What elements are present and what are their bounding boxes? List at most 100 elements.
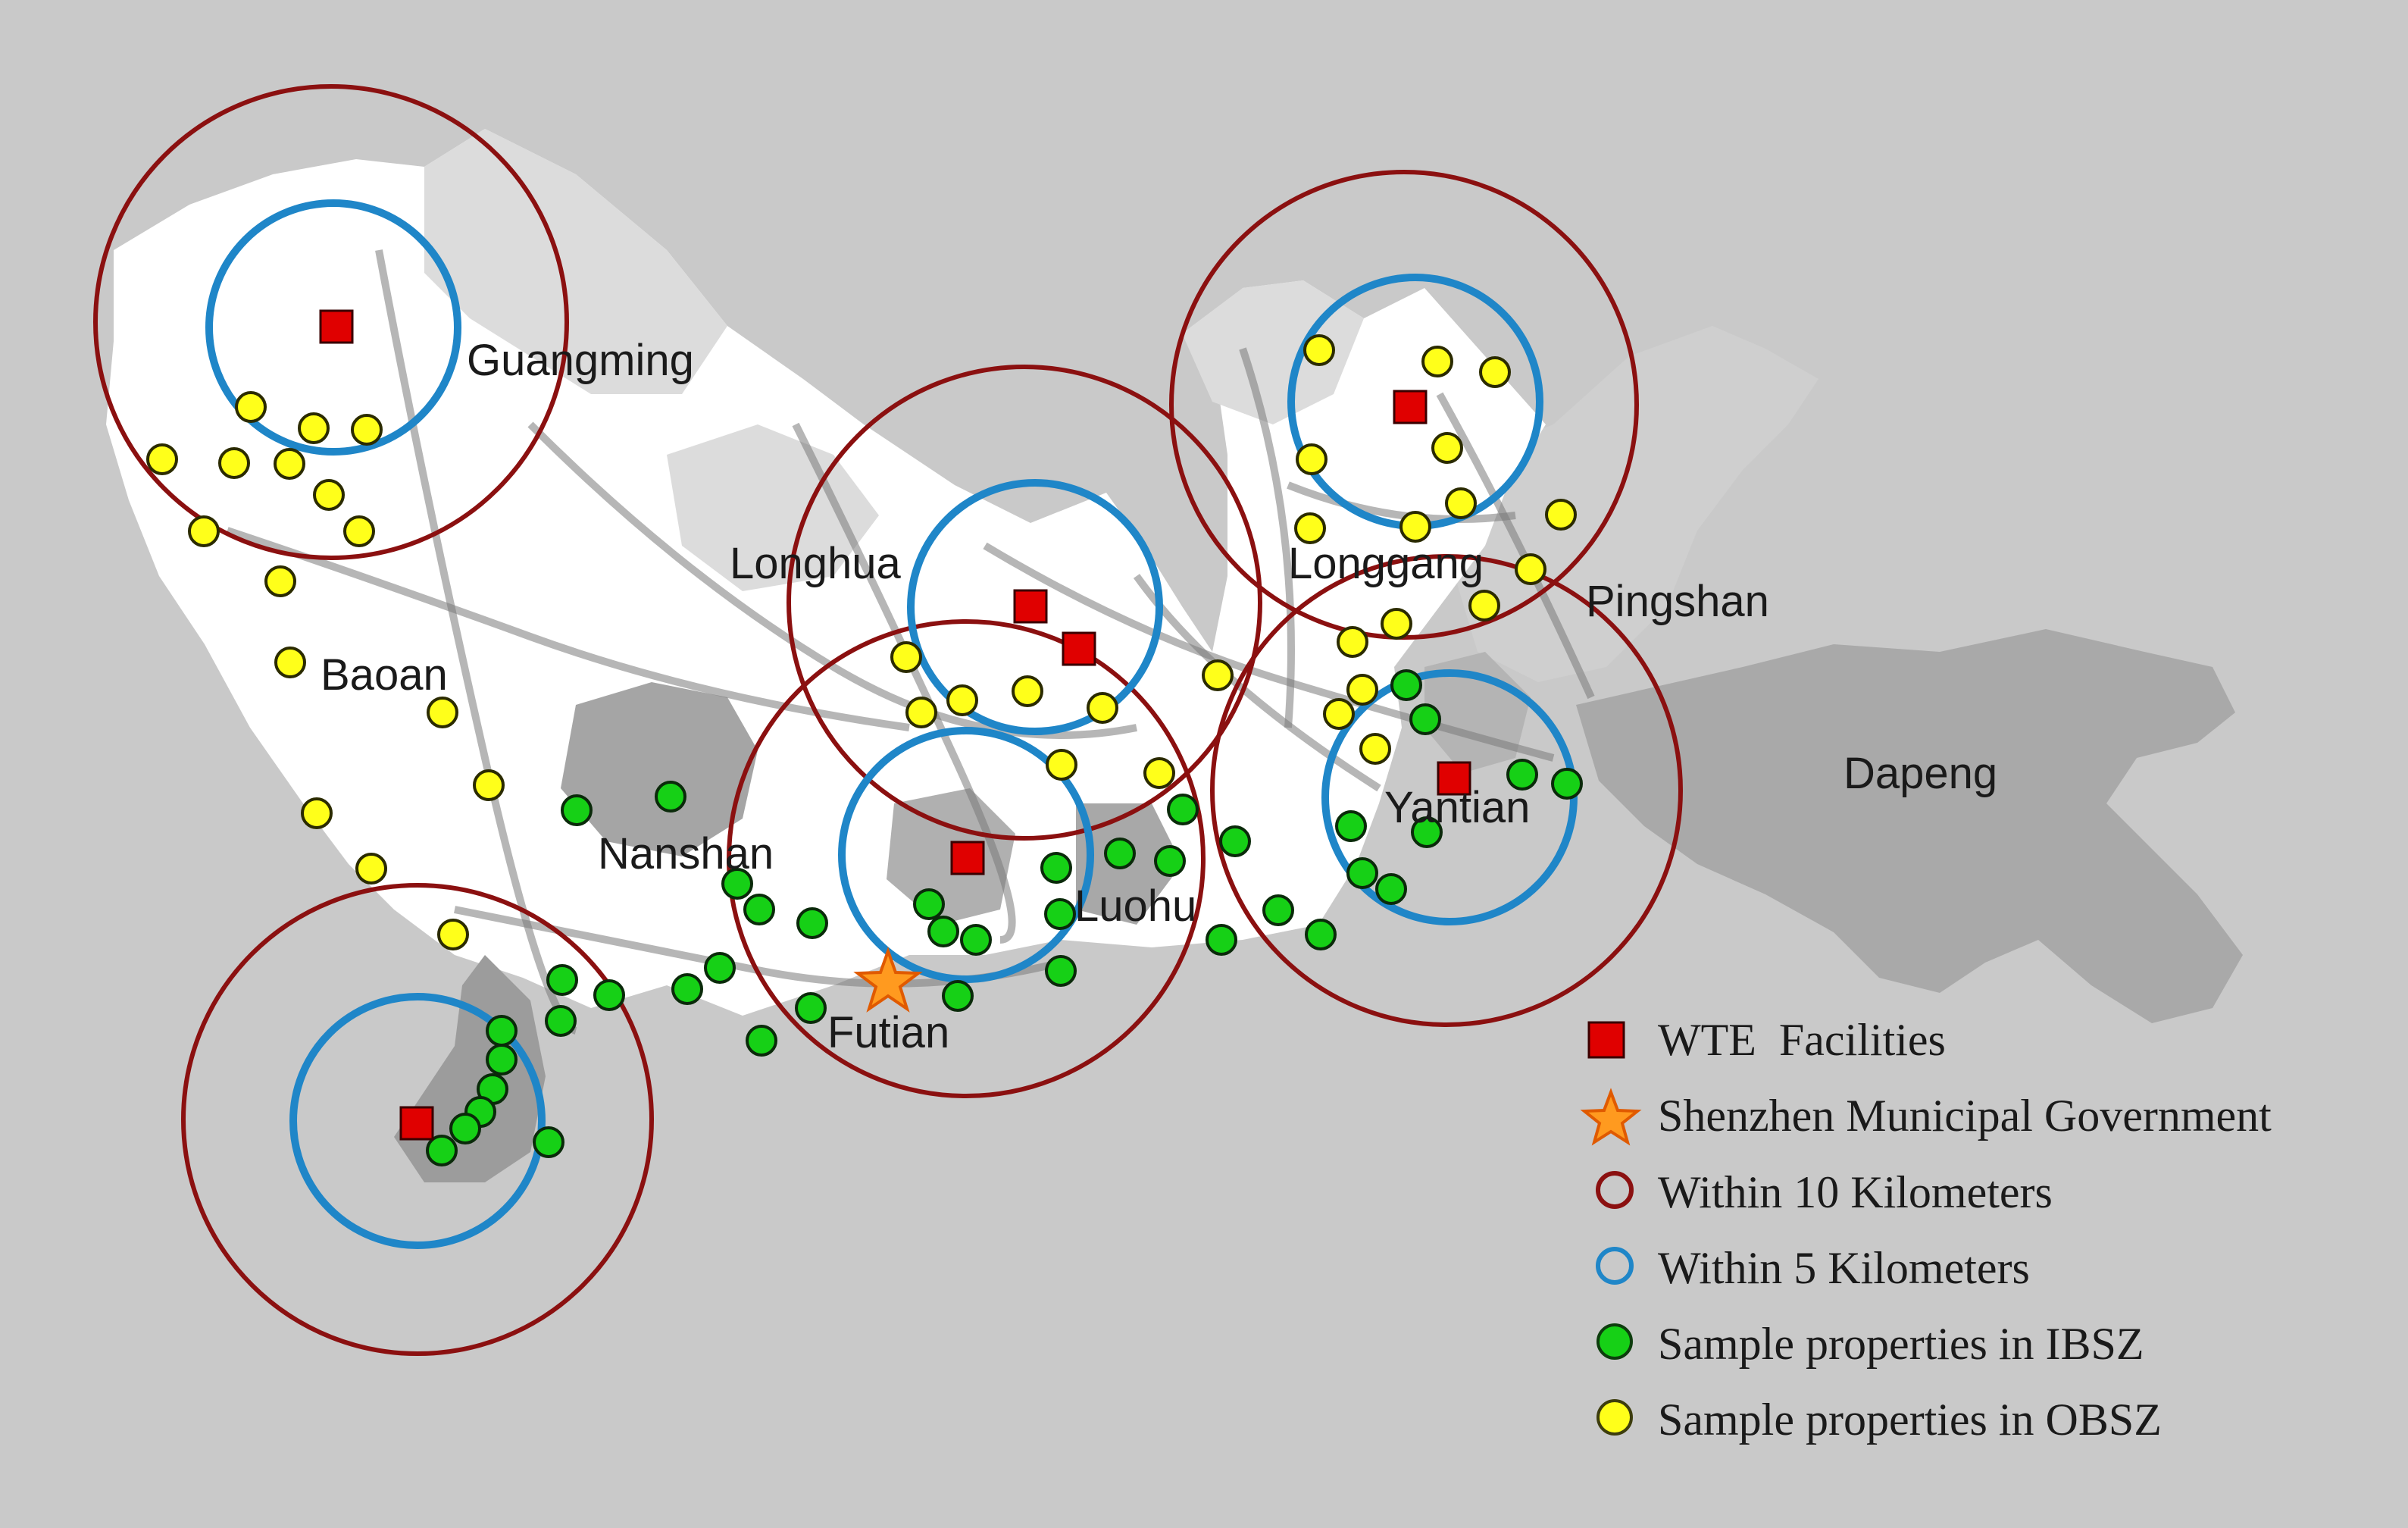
obsz-property-point — [437, 919, 469, 950]
ring-5km-guangming — [205, 199, 461, 456]
ibsz-property-point — [1390, 669, 1422, 701]
ibsz-property-point — [1346, 857, 1378, 889]
obsz-property-point — [301, 797, 333, 829]
ibsz-property-point — [704, 952, 736, 984]
ibsz-property-point — [942, 980, 974, 1012]
obsz-property-point — [905, 697, 937, 728]
land-patch-1 — [424, 129, 727, 394]
obsz-property-point — [1468, 590, 1500, 622]
ibsz-points — [426, 669, 1583, 1166]
ring-5km-longhua — [907, 479, 1163, 735]
obsz-property-point — [1479, 356, 1511, 388]
government-star-icon — [853, 947, 923, 1013]
obsz-property-point — [1046, 749, 1077, 781]
label-guangming: Guangming — [467, 336, 694, 385]
label-longhua: Longhua — [730, 539, 902, 588]
ibsz-property-point — [960, 924, 992, 956]
road-9 — [1287, 481, 1516, 523]
ibsz-property-point — [593, 979, 625, 1011]
ring-10km-guangming — [93, 84, 569, 560]
label-pingshan: Pingshan — [1586, 577, 1769, 626]
wte-marker — [950, 841, 985, 875]
obsz-property-point — [473, 769, 505, 801]
obsz-property-point — [1087, 692, 1118, 724]
obsz-property-point — [1337, 626, 1368, 658]
obsz-property-point — [313, 479, 345, 511]
ibsz-property-point — [671, 973, 703, 1005]
label-baoan: Baoan — [321, 650, 448, 700]
legend: WTE Facilities Shenzhen Municipal Govern… — [1580, 1015, 2272, 1445]
ibsz-property-point — [1506, 759, 1538, 791]
legend-label-government: Shenzhen Municipal Government — [1658, 1091, 2272, 1141]
obsz-property-point — [1012, 675, 1043, 707]
obsz-property-point — [1143, 757, 1175, 789]
ibsz-property-point — [1411, 816, 1443, 848]
obsz-points — [146, 334, 1577, 950]
land-patch-2 — [667, 424, 879, 591]
ibsz-property-point — [1040, 852, 1072, 884]
obsz-property-point — [1399, 511, 1431, 543]
ibsz-property-point — [927, 916, 959, 947]
obsz-property-point — [1323, 698, 1355, 730]
green-dot-icon — [1596, 1323, 1633, 1360]
ibsz-property-point — [1335, 810, 1367, 842]
label-futian: Futian — [827, 1008, 949, 1057]
obsz-property-point — [355, 853, 387, 885]
ibsz-property-point — [913, 888, 945, 920]
obsz-property-point — [1303, 334, 1335, 366]
ibsz-property-point — [1375, 873, 1407, 905]
legend-label-obsz: Sample properties in OBSZ — [1658, 1395, 2162, 1445]
ibsz-property-point — [1045, 955, 1077, 987]
ibsz-property-point — [1305, 919, 1337, 950]
land-east — [1440, 326, 1819, 682]
wte-marker — [1062, 631, 1096, 666]
legend-label-5km: Within 5 Kilometers — [1658, 1243, 2030, 1293]
obsz-property-point — [1381, 608, 1412, 640]
ibsz-property-point — [1206, 924, 1237, 956]
label-dapeng: Dapeng — [1844, 749, 1997, 798]
ibsz-property-point — [561, 794, 593, 826]
land-shekou — [394, 955, 546, 1182]
obsz-property-point — [146, 443, 178, 475]
ibsz-property-point — [449, 1113, 481, 1144]
ibsz-property-point — [1044, 898, 1076, 930]
obsz-property-point — [1431, 432, 1463, 464]
ibsz-property-point — [546, 964, 578, 996]
road-1 — [375, 249, 577, 1035]
label-longgang: Longgang — [1288, 539, 1484, 588]
wte-marker — [1437, 761, 1471, 796]
land-dapeng — [1576, 629, 2243, 1023]
ring-5km-futian — [838, 727, 1094, 983]
red-square-icon — [1587, 1021, 1625, 1059]
ibsz-property-point — [746, 1025, 777, 1057]
obsz-property-point — [1294, 512, 1326, 544]
wte-facilities — [319, 309, 1471, 1141]
obsz-property-point — [188, 515, 220, 547]
wte-marker — [319, 309, 354, 344]
label-nanshan: Nanshan — [598, 829, 774, 878]
ibsz-property-point — [1551, 768, 1583, 800]
rings-5km — [205, 199, 1578, 1249]
obsz-property-point — [427, 697, 458, 728]
ring-10km-longhua — [787, 365, 1262, 841]
wte-marker — [1393, 390, 1428, 424]
ibsz-property-point — [743, 894, 775, 925]
obsz-property-point — [946, 684, 978, 716]
legend-label-wte: WTE Facilities — [1658, 1015, 1946, 1065]
ibsz-property-point — [486, 1044, 518, 1076]
ring-5km-nanshan — [289, 993, 546, 1249]
obsz-property-point — [351, 414, 383, 446]
wte-marker — [399, 1106, 434, 1141]
ibsz-property-point — [1219, 825, 1251, 857]
wte-marker — [1013, 589, 1048, 624]
legend-label-ibsz: Sample properties in IBSZ — [1658, 1319, 2144, 1369]
label-luohu: Luohu — [1074, 881, 1196, 931]
land-patch-3 — [1182, 280, 1364, 424]
ring-10km-nanshan — [181, 883, 654, 1356]
ibsz-property-point — [795, 992, 827, 1024]
obsz-property-point — [274, 448, 305, 480]
obsz-property-point — [274, 647, 306, 678]
obsz-property-point — [1421, 346, 1453, 377]
